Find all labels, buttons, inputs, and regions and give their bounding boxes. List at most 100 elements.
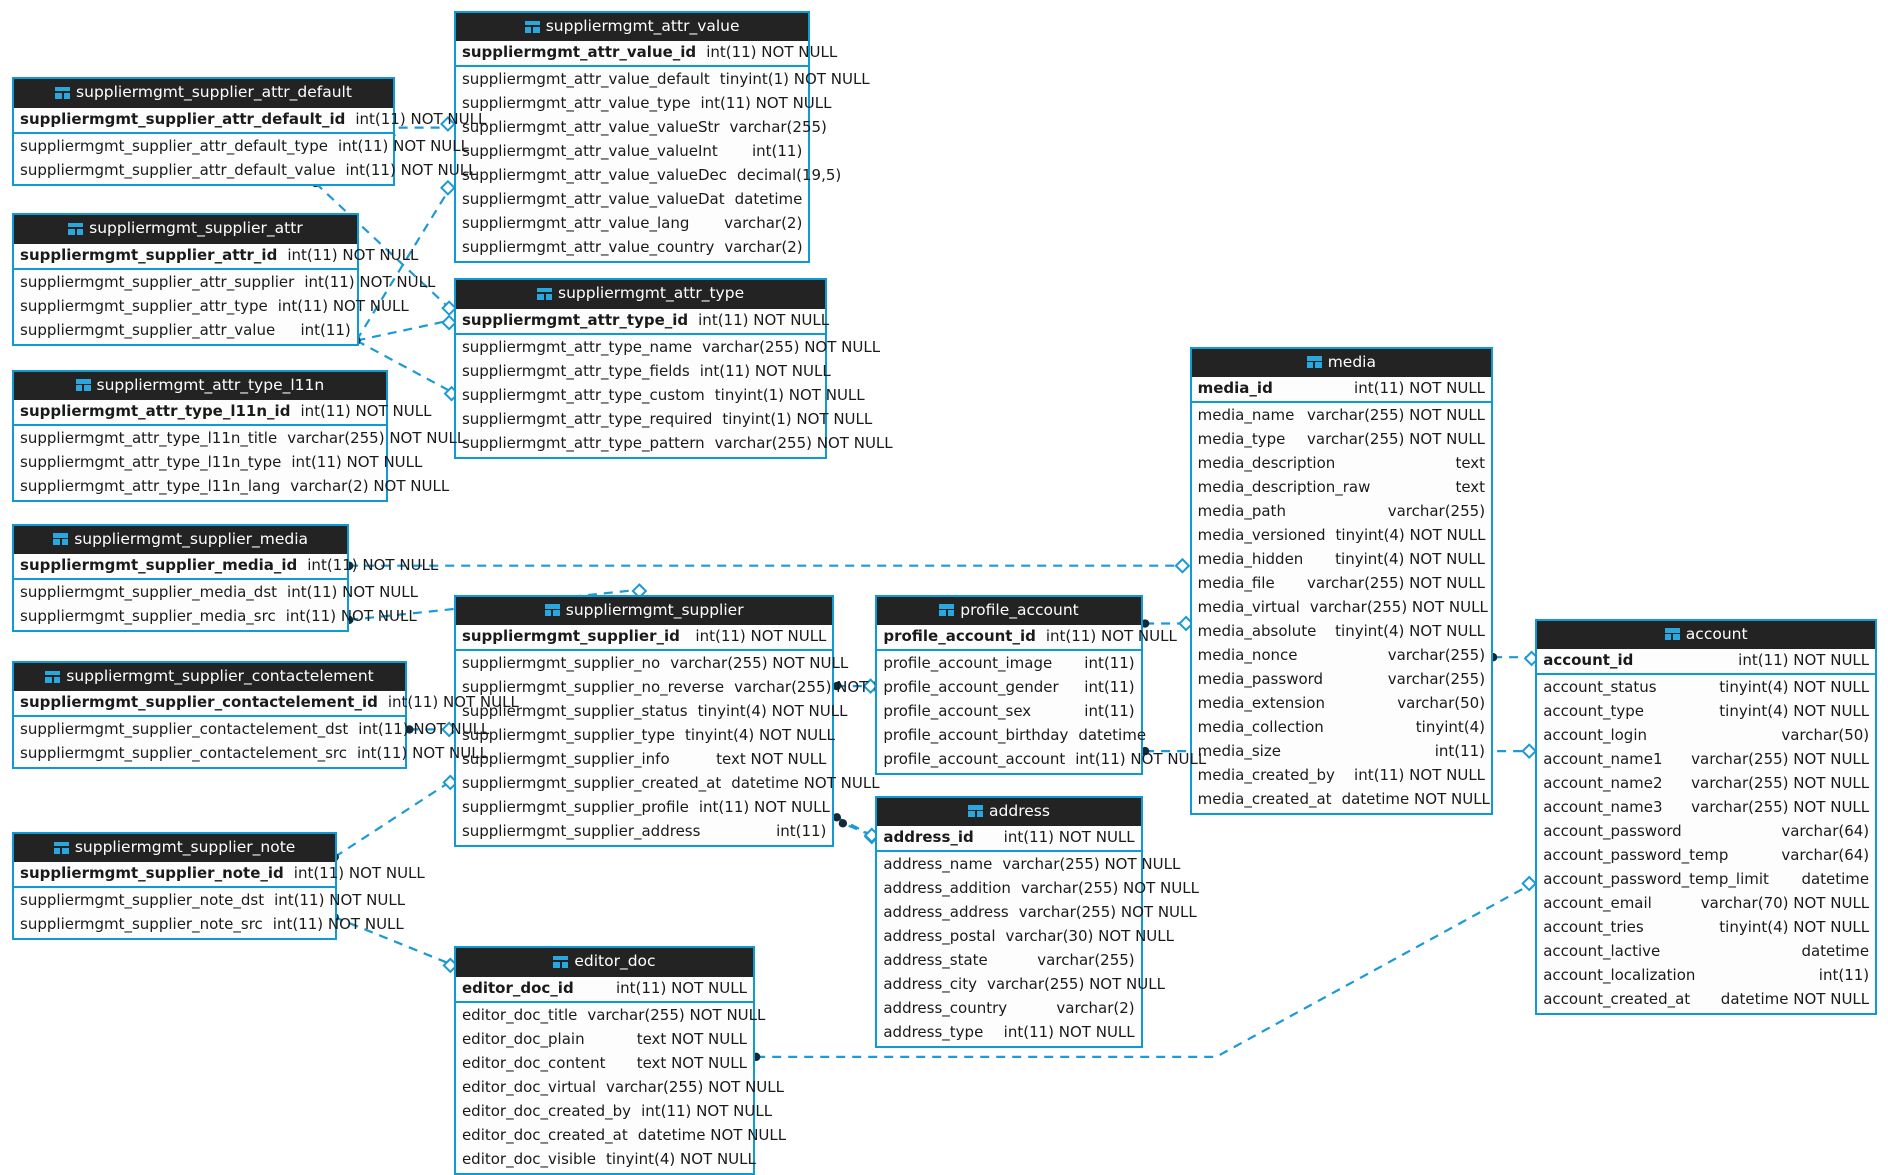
field-row[interactable]: suppliermgmt_supplier_attr_default_value…	[14, 159, 476, 183]
field-row[interactable]: suppliermgmt_supplier_contactelement_src…	[14, 742, 488, 766]
field-row[interactable]: suppliermgmt_supplier_contactelement_dst…	[14, 718, 489, 742]
